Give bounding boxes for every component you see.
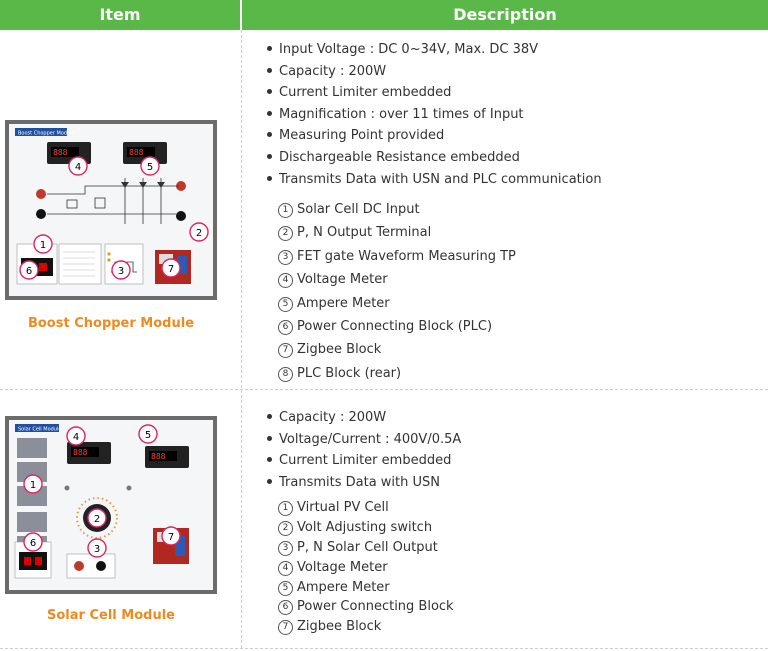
feature-item: Magnification : over 11 times of Input [266, 104, 602, 126]
svg-text:888: 888 [151, 452, 166, 461]
svg-text:5: 5 [145, 430, 151, 441]
column-divider [241, 390, 242, 648]
row-divider [0, 648, 768, 649]
svg-text:1: 1 [40, 240, 46, 251]
part-item: 1 Virtual PV Cell [278, 498, 454, 518]
part-number: 4 [278, 273, 293, 289]
part-item: 1 Solar Cell DC Input [278, 198, 516, 221]
header-item: Item [0, 0, 240, 30]
svg-text:7: 7 [168, 264, 174, 275]
feature-list: Capacity : 200W Voltage/Current : 400V/0… [266, 407, 461, 493]
part-label: Zigbee Block [297, 619, 382, 635]
column-divider [241, 30, 242, 388]
svg-text:888: 888 [129, 148, 144, 157]
feature-item: Current Limiter embedded [266, 82, 602, 104]
module-name: Boost Chopper Module [27, 316, 195, 331]
feature-item: Input Voltage : DC 0~34V, Max. DC 38V [266, 39, 602, 61]
part-number: 8 [278, 366, 293, 382]
svg-text:4: 4 [73, 432, 79, 443]
part-label: PLC Block (rear) [297, 365, 402, 381]
part-label: FET gate Waveform Measuring TP [297, 248, 516, 264]
board-title: Solar Cell Module [18, 427, 61, 433]
part-number: 6 [278, 600, 293, 616]
feature-item: Transmits Data with USN [266, 472, 461, 494]
part-number: 7 [278, 620, 293, 636]
feature-item: Measuring Point provided [266, 125, 602, 147]
part-label: Volt Adjusting switch [297, 519, 433, 535]
part-label: Ampere Meter [297, 579, 390, 595]
feature-item: Dischargeable Resistance embedded [266, 147, 602, 169]
part-number: 7 [278, 343, 293, 359]
module-row-boost-chopper: Boost Chopper Module 888 888 4 5 1 2 3 6 [0, 30, 768, 388]
svg-text:3: 3 [118, 266, 124, 277]
svg-text:888: 888 [53, 148, 68, 157]
module-name: Solar Cell Module [47, 608, 175, 623]
board-title: Boost Chopper Module [18, 131, 75, 137]
feature-item: Capacity : 200W [266, 407, 461, 429]
svg-text:7: 7 [168, 532, 174, 543]
part-label: Voltage Meter [297, 272, 388, 288]
svg-text:888: 888 [73, 448, 88, 457]
header-description: Description [242, 0, 768, 30]
feature-item: Transmits Data with USN and PLC communic… [266, 169, 602, 191]
part-number: 3 [278, 540, 293, 556]
part-number: 2 [278, 226, 293, 242]
part-label: P, N Solar Cell Output [297, 539, 438, 555]
part-number: 5 [278, 296, 293, 312]
part-number: 2 [278, 520, 293, 536]
svg-text:4: 4 [75, 162, 81, 173]
part-number: 4 [278, 560, 293, 576]
solar-cell-board-image: Solar Cell Module 888 888 4 5 1 2 3 6 7 [5, 416, 217, 594]
part-label: Solar Cell DC Input [297, 202, 420, 217]
table-header: Item Description [0, 0, 768, 30]
svg-text:2: 2 [196, 228, 202, 239]
feature-item: Voltage/Current : 400V/0.5A [266, 429, 461, 451]
svg-text:6: 6 [26, 266, 32, 277]
part-number: 3 [278, 249, 293, 265]
part-label: P, N Output Terminal [297, 225, 432, 241]
part-number: 1 [278, 501, 293, 516]
row-divider [0, 389, 768, 390]
part-number: 6 [278, 319, 293, 335]
feature-list: Input Voltage : DC 0~34V, Max. DC 38V Ca… [266, 39, 602, 190]
part-label: Power Connecting Block [297, 599, 454, 615]
svg-text:5: 5 [147, 162, 153, 173]
svg-text:2: 2 [94, 514, 100, 525]
svg-text:6: 6 [30, 538, 36, 549]
part-number: 1 [278, 203, 293, 218]
boost-chopper-board-image: Boost Chopper Module 888 888 4 5 1 2 3 6 [5, 120, 217, 300]
part-number: 5 [278, 580, 293, 596]
module-row-solar-cell: Solar Cell Module 888 888 4 5 1 2 3 6 7 … [0, 390, 768, 648]
feature-item: Capacity : 200W [266, 61, 602, 83]
svg-text:1: 1 [30, 480, 36, 491]
part-label: Power Connecting Block (PLC) [297, 318, 493, 334]
svg-text:3: 3 [94, 544, 100, 555]
part-label: Voltage Meter [297, 559, 388, 575]
part-label: Zigbee Block [297, 342, 382, 358]
part-label: Ampere Meter [297, 295, 390, 311]
feature-item: Current Limiter embedded [266, 450, 461, 472]
part-label: Virtual PV Cell [297, 500, 389, 515]
